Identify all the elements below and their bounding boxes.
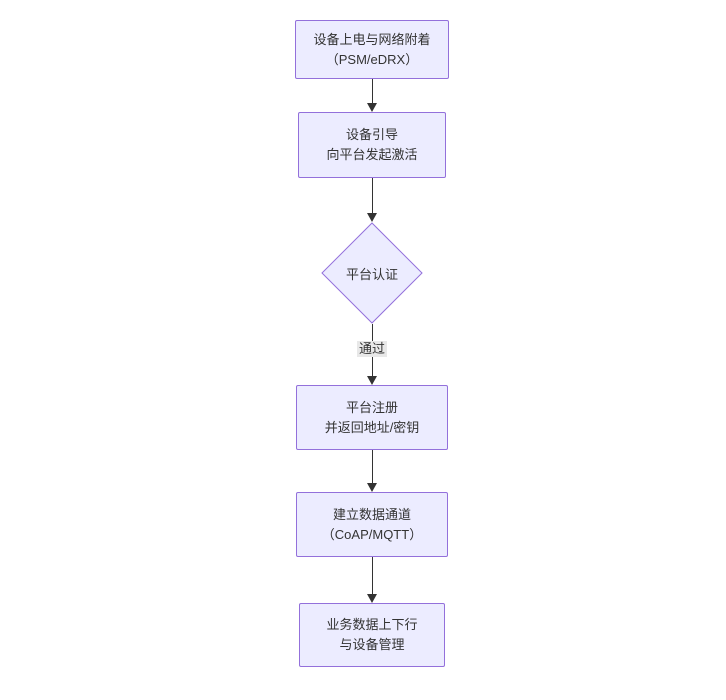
arrowhead-icon	[367, 483, 377, 492]
flow-node-register: 平台注册 并返回地址/密钥	[296, 385, 448, 450]
node-text-line: 设备引导	[345, 127, 398, 142]
node-text-line: 向平台发起激活	[326, 147, 418, 162]
edge-connector	[372, 178, 373, 215]
arrowhead-icon	[367, 594, 377, 603]
node-text-line: 与设备管理	[339, 637, 405, 652]
node-text-line: 平台注册	[345, 399, 398, 415]
node-text-line: 平台认证	[345, 266, 398, 282]
node-text-line: （CoAP/MQTT）	[321, 526, 423, 542]
edge-connector	[372, 450, 373, 484]
node-text-line: 并返回地址/密钥	[324, 419, 420, 435]
node-text-line: 设备上电与网络附着	[313, 31, 431, 47]
edge-connector	[372, 557, 373, 595]
flow-node-data-channel: 建立数据通道 （CoAP/MQTT）	[296, 492, 448, 557]
flow-node-bootstrap: 设备引导 向平台发起激活	[298, 112, 446, 178]
diamond-shape	[321, 222, 423, 324]
edge-label-pass: 通过	[356, 341, 388, 357]
flow-node-platform-auth: 平台认证	[321, 222, 423, 324]
arrowhead-icon	[367, 103, 377, 112]
edge-connector	[372, 79, 373, 105]
node-text-line: （PSM/eDRX）	[325, 51, 419, 67]
arrowhead-icon	[367, 376, 377, 385]
arrowhead-icon	[367, 213, 377, 222]
flow-node-business: 业务数据上下行 与设备管理	[299, 603, 445, 667]
node-text-line: 业务数据上下行	[326, 617, 418, 632]
node-text-line: 建立数据通道	[332, 506, 411, 522]
flow-node-power-attach: 设备上电与网络附着 （PSM/eDRX）	[295, 20, 449, 79]
